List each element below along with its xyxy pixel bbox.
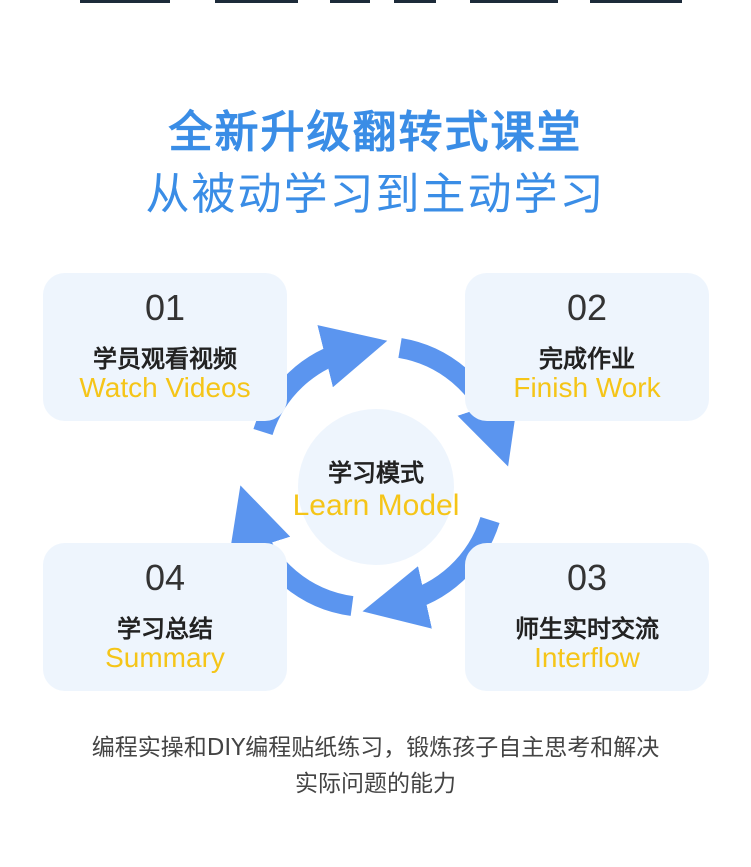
arrow-bottom-right-icon xyxy=(362,516,500,629)
description-line-1: 编程实操和DIY编程贴纸练习，锻炼孩子自主思考和解决 xyxy=(91,735,660,761)
arrow-bottom-left-icon xyxy=(229,485,354,616)
step-label-en: Interflow xyxy=(534,642,640,673)
step-label-en: Summary xyxy=(105,642,225,673)
top-image-strip xyxy=(470,0,558,3)
top-image-strip xyxy=(330,0,370,3)
step-label-cn: 学习总结 xyxy=(117,615,213,643)
center-label-en: Learn Model xyxy=(292,489,460,522)
step-label-cn: 师生实时交流 xyxy=(515,615,659,643)
step-number: 01 xyxy=(144,287,186,328)
step-label-en: Watch Videos xyxy=(79,372,251,403)
top-image-strip xyxy=(215,0,298,3)
step-card-summary: 04 学习总结 Summary xyxy=(43,543,287,691)
center-label-cn: 学习模式 xyxy=(328,459,424,487)
page-title: 全新升级翻转式课堂 xyxy=(168,107,583,158)
step-label-cn: 学员观看视频 xyxy=(93,345,237,373)
page-subtitle: 从被动学习到主动学习 xyxy=(145,169,606,220)
description-line-2: 实际问题的能力 xyxy=(295,771,456,797)
top-image-strip xyxy=(80,0,170,3)
top-image-strip xyxy=(590,0,682,3)
description-text: 编程实操和DIY编程贴纸练习，锻炼孩子自主思考和解决 实际问题的能力 xyxy=(20,730,731,802)
step-card-watch-videos: 01 学员观看视频 Watch Videos xyxy=(43,273,287,421)
top-image-strip xyxy=(394,0,436,3)
step-card-interflow: 03 师生实时交流 Interflow xyxy=(465,543,709,691)
learn-model-center: 学习模式 Learn Model xyxy=(293,409,459,565)
step-number: 04 xyxy=(144,557,186,598)
step-number: 03 xyxy=(566,557,608,598)
step-label-en: Finish Work xyxy=(513,372,661,403)
step-card-finish-work: 02 完成作业 Finish Work xyxy=(465,273,709,421)
step-label-cn: 完成作业 xyxy=(539,345,635,373)
step-number: 02 xyxy=(566,287,608,328)
